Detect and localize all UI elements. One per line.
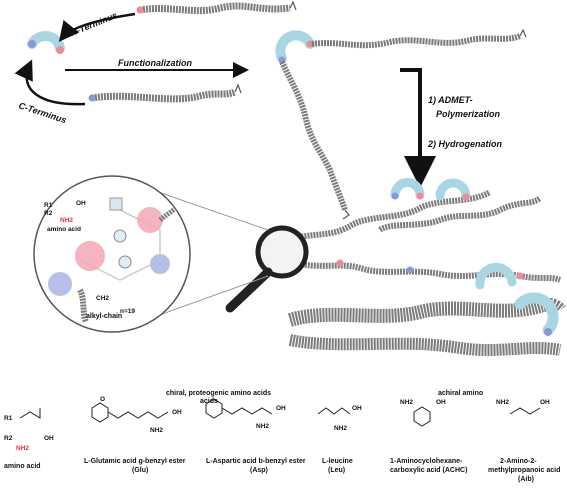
glu-o: O — [100, 396, 105, 403]
asp-oh: OH — [276, 405, 286, 412]
legend-glu-abbr: (Glu) — [132, 467, 148, 474]
leu-oh: OH — [352, 405, 362, 412]
legend-generic: amino acid — [4, 463, 41, 470]
legend-aib-abbr: methylpropanoic acid — [488, 467, 560, 474]
legend-chiral-header: chiral, proteogenic amino acids — [166, 390, 271, 397]
legend-leu-name: L-leucine — [322, 458, 353, 465]
legend-asp-abbr: (Asp) — [250, 467, 268, 474]
legend-chiral-header-2: acids — [200, 398, 218, 405]
inset-r1: R1 — [44, 202, 53, 209]
legend-leu-abbr: (Leu) — [328, 467, 345, 474]
monomer-cap — [27, 30, 65, 54]
inset-ch2: CH2 — [96, 295, 109, 302]
step1b-label: Polymerization — [436, 109, 501, 119]
polymerization-arrow — [400, 68, 436, 188]
c-terminus-arrow — [14, 59, 86, 106]
legend-aib-name: 2-Amino-2- — [500, 458, 537, 465]
achc-oh: OH — [436, 399, 446, 406]
legend-achiral-header: achiral amino — [438, 390, 483, 397]
legend-glu-name: L-Glutamic acid g-benzyl ester — [84, 458, 186, 465]
magnifying-glass-icon — [225, 225, 309, 313]
glu-nh2: NH2 — [150, 427, 163, 434]
n-terminus-chain — [139, 2, 291, 15]
polymer-chains — [287, 178, 565, 356]
legend-asp-name: L-Aspartic acid b-benzyl ester — [206, 458, 306, 465]
legend-aib-abbr-2: (Aib) — [518, 476, 534, 483]
step2-label: 2) Hydrogenation — [427, 139, 503, 149]
aib-nh2: NH2 — [496, 399, 509, 406]
legend-nh2: NH2 — [16, 445, 29, 452]
legend-r1: R1 — [4, 415, 13, 422]
functionalization-label: Functionalization — [118, 58, 192, 68]
n-terminus-label: N-Terminus — [69, 10, 119, 38]
inset-nh2: NH2 — [60, 217, 73, 224]
legend-r2: R2 — [4, 435, 13, 442]
leu-nh2: NH2 — [334, 425, 347, 432]
legend-achc-abbr: carboxylic acid (ACHC) — [390, 467, 467, 474]
step1-label: 1) ADMET- — [428, 95, 473, 105]
legend-achc-name: 1-Aminocyclohexane- — [390, 458, 463, 465]
n-terminus-arrow — [58, 12, 136, 42]
legend-structures — [19, 398, 541, 427]
difunctional-monomer — [275, 28, 527, 220]
asp-nh2: NH2 — [256, 423, 269, 430]
c-terminus-chain — [91, 88, 237, 103]
inset-oh: OH — [76, 200, 86, 207]
inset-n: n=19 — [120, 308, 135, 315]
inset-alkyl-chain: alkyl-chain — [86, 313, 122, 320]
legend-oh: OH — [44, 435, 54, 442]
inset-amino-acid: amino acid — [47, 226, 81, 233]
glu-oh: OH — [172, 409, 182, 416]
inset-structure — [48, 197, 188, 324]
aib-oh: OH — [540, 399, 550, 406]
inset-r2: R2 — [44, 210, 53, 217]
achc-nh2: NH2 — [400, 399, 413, 406]
